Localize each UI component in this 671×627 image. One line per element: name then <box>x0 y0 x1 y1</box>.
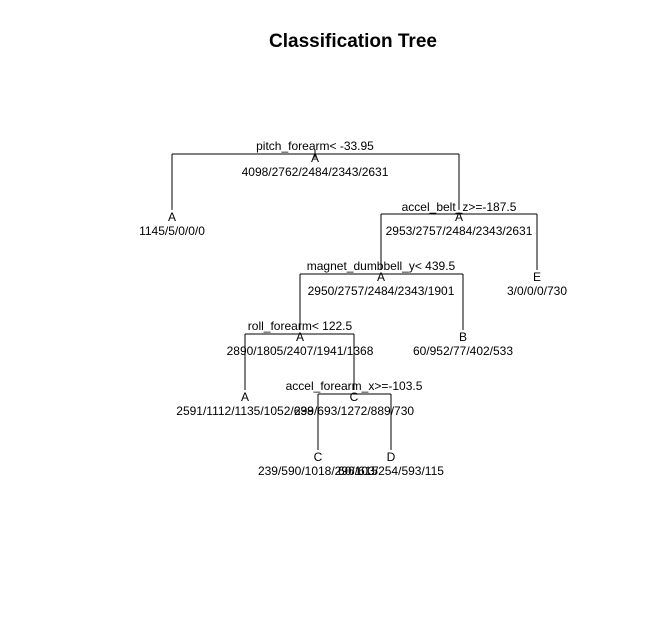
node-accel-belt: accel_belt_z>=-187.5 A 2953/2757/2484/23… <box>386 200 533 238</box>
count-label: 299/693/1272/889/730 <box>294 404 414 418</box>
branch-roll-forearm <box>244 333 355 390</box>
class-label: A <box>296 330 304 344</box>
count-label: 239/590/1018/296/615 <box>258 464 378 478</box>
count-label: 2953/2757/2484/2343/2631 <box>386 224 533 238</box>
split-label: accel_belt_z>=-187.5 <box>402 200 517 214</box>
branch-accel-forearm <box>317 393 392 450</box>
class-label: E <box>533 270 541 284</box>
branch-accel-belt <box>380 213 538 270</box>
class-label: A <box>168 210 176 224</box>
split-label: pitch_forearm< -33.95 <box>256 139 374 153</box>
class-label: A <box>241 390 249 404</box>
count-label: 4098/2762/2484/2343/2631 <box>242 165 389 179</box>
node-leaf-a2: A 2591/1112/1135/1052/638 <box>176 390 314 418</box>
count-label: 60/952/77/402/533 <box>413 344 513 358</box>
count-label: 2890/1805/2407/1941/1368 <box>227 344 374 358</box>
count-label: 1145/5/0/0/0 <box>139 224 205 238</box>
count-label: 60/103/254/593/115 <box>338 464 444 478</box>
class-label: A <box>377 270 385 284</box>
class-label: A <box>311 151 319 165</box>
class-label: C <box>350 390 359 404</box>
node-leaf-d: D 60/103/254/593/115 <box>338 450 444 478</box>
count-label: 3/0/0/0/730 <box>507 284 567 298</box>
node-leaf-e: E 3/0/0/0/730 <box>507 270 567 298</box>
class-label: B <box>459 330 467 344</box>
tree-branches <box>171 150 538 450</box>
split-label: accel_forearm_x>=-103.5 <box>286 379 423 393</box>
node-accel-forearm: accel_forearm_x>=-103.5 C 299/693/1272/8… <box>286 379 423 418</box>
count-label: 2950/2757/2484/2343/1901 <box>308 284 455 298</box>
split-label: roll_forearm< 122.5 <box>248 319 353 333</box>
node-leaf-b: B 60/952/77/402/533 <box>413 330 513 358</box>
class-label: C <box>314 450 323 464</box>
node-magnet-dumbbell: magnet_dumbbell_y< 439.5 A 2950/2757/248… <box>307 259 456 298</box>
chart-title: Classification Tree <box>269 31 437 52</box>
branch-magnet-dumbbell <box>299 273 464 330</box>
node-leaf-c: C 239/590/1018/296/615 <box>258 450 378 478</box>
class-label: A <box>455 210 463 224</box>
node-root: pitch_forearm< -33.95 A 4098/2762/2484/2… <box>242 139 389 179</box>
count-label: 2591/1112/1135/1052/638 <box>176 404 314 418</box>
class-label: D <box>387 450 396 464</box>
node-leaf-a: A 1145/5/0/0/0 <box>139 210 205 238</box>
node-roll-forearm: roll_forearm< 122.5 A 2890/1805/2407/194… <box>227 319 374 358</box>
split-label: magnet_dumbbell_y< 439.5 <box>307 259 456 273</box>
